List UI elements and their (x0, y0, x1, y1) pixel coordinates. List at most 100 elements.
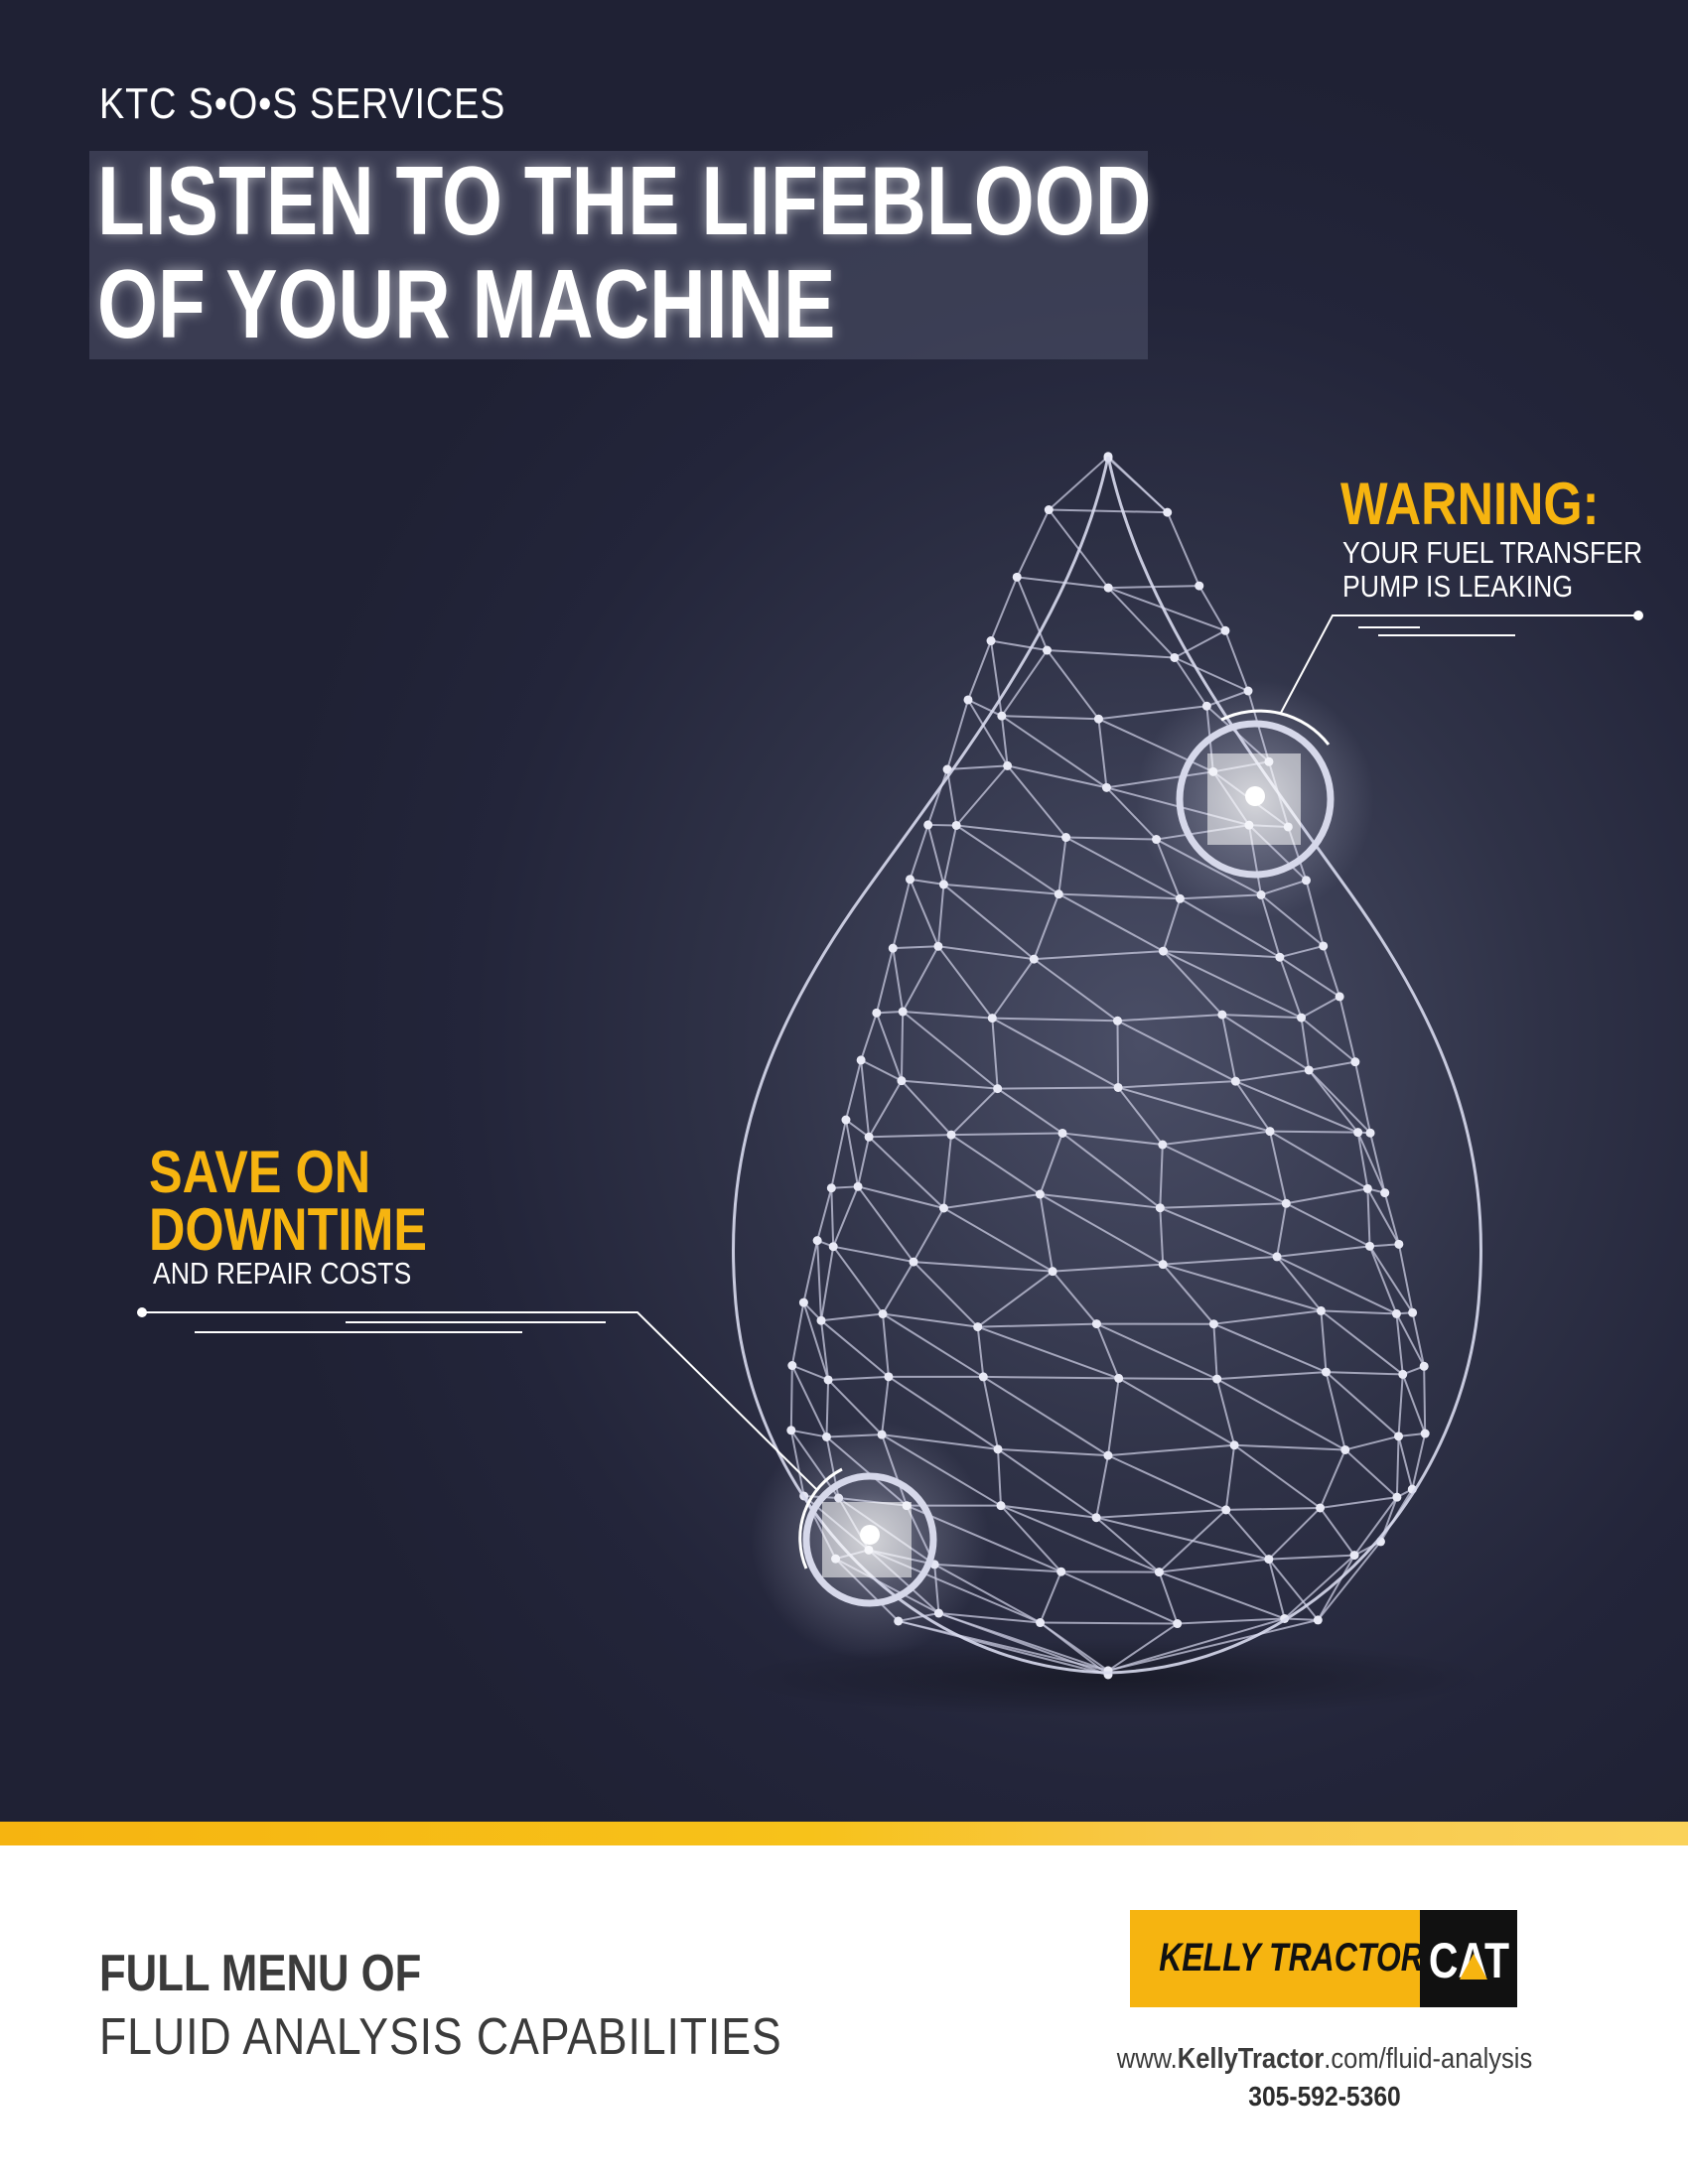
mesh-edge (1353, 1496, 1398, 1557)
savings-title-line-2: DOWNTIME (149, 1196, 427, 1263)
logo-company-name: KELLY TRACTOR (1159, 1936, 1424, 1979)
mesh-edge (1268, 1554, 1355, 1561)
mesh-edge (1179, 897, 1281, 959)
mesh-node (1221, 1505, 1231, 1515)
mesh-node (787, 1361, 797, 1371)
mesh-node (1195, 581, 1204, 591)
mesh-edge (1107, 1618, 1319, 1672)
mesh-edge (882, 1312, 984, 1378)
mesh-edge (1163, 950, 1280, 959)
mesh-edge (913, 1261, 979, 1328)
mesh-edge (1234, 1080, 1271, 1133)
mesh-edge (1369, 1132, 1386, 1193)
mesh-edge (1159, 1558, 1269, 1573)
mesh-edge (1353, 1061, 1372, 1134)
mesh-edge (1300, 1017, 1356, 1063)
warning-leader-line (1280, 614, 1638, 714)
mesh-edge (1397, 1374, 1404, 1436)
mesh-edge (1033, 893, 1060, 960)
mesh-edge (942, 825, 958, 886)
mesh-edge (790, 1365, 828, 1437)
mesh-edge (1016, 576, 1049, 651)
mesh-node (1103, 583, 1113, 593)
mesh-node (1175, 893, 1185, 903)
mesh-edge (1061, 1132, 1161, 1209)
mesh-edge (1007, 764, 1107, 789)
mesh-edge (1285, 1202, 1370, 1248)
mesh-edge (977, 1322, 1097, 1328)
mesh-edge (1158, 1509, 1227, 1573)
mesh-edge (1279, 956, 1340, 998)
mesh-edge (1368, 1245, 1398, 1314)
mesh-edge (992, 1017, 1118, 1023)
logo-black-panel: CAT (1420, 1910, 1517, 2007)
mesh-edge (1162, 1264, 1215, 1325)
mesh-node (1158, 1260, 1168, 1270)
mesh-node (1173, 1619, 1183, 1629)
mesh-edge (900, 1011, 905, 1081)
mesh-edge (1117, 1086, 1164, 1146)
mesh-edge (1106, 1378, 1120, 1456)
mesh-node (1340, 1444, 1350, 1454)
mesh-edge (882, 1261, 914, 1315)
mesh-edge (927, 823, 957, 827)
mesh-node (1012, 572, 1022, 582)
mesh-edge (951, 1132, 1063, 1137)
mesh-edge (1017, 576, 1109, 590)
mesh-node (1408, 1307, 1418, 1317)
mesh-node (1319, 941, 1329, 951)
mesh-node (1229, 1440, 1239, 1450)
mesh-edge (833, 1245, 914, 1264)
mesh-edge (1212, 1322, 1327, 1373)
mesh-node (1101, 782, 1111, 792)
mesh-node (888, 943, 898, 953)
mesh-node (923, 820, 933, 830)
mesh-edge (983, 1375, 1119, 1380)
footer-section (0, 1845, 1688, 2184)
mesh-edge (857, 1185, 914, 1263)
mesh-edge (997, 1448, 1003, 1506)
mesh-edge (1344, 1434, 1399, 1451)
mesh-node (872, 1008, 882, 1018)
mesh-edge (955, 764, 1009, 827)
mesh-edge (1216, 1371, 1327, 1381)
mesh-edge (1034, 950, 1164, 961)
mesh-node (1158, 1140, 1168, 1150)
mesh-node (1112, 1016, 1122, 1025)
phone-number[interactable]: 305-592-5360 (1248, 2081, 1401, 2112)
mesh-edge (1215, 1378, 1236, 1446)
website-link[interactable]: www.KellyTractor.com/fluid-analysis (1067, 2043, 1581, 2076)
mesh-edge (1221, 1014, 1310, 1071)
mesh-edge (1033, 958, 1119, 1023)
mesh-edge (1276, 1245, 1370, 1258)
mesh-edge (1061, 1132, 1163, 1147)
mesh-edge (1338, 996, 1356, 1062)
mesh-edge (990, 576, 1019, 641)
mesh-edge (860, 1059, 871, 1138)
hero-section: KTC S•O•S SERVICES LISTEN TO THE LIFEBLO… (0, 0, 1688, 1822)
mesh-edge (1395, 1435, 1400, 1498)
mesh-edge (1000, 716, 1009, 766)
mesh-edge (991, 1018, 999, 1089)
mesh-node (997, 711, 1007, 721)
mesh-node (946, 1130, 956, 1140)
mesh-node (909, 1257, 918, 1267)
mesh-edge (892, 879, 912, 949)
savings-leader-line (142, 1311, 817, 1490)
mesh-node (884, 1372, 894, 1382)
mesh-edge (1001, 649, 1049, 717)
mesh-node (1365, 1128, 1375, 1138)
mesh-edge (1308, 1069, 1359, 1134)
mesh-node (1313, 1615, 1323, 1625)
mesh-edge (802, 1301, 830, 1381)
eyebrow-title: KTC S•O•S SERVICES (99, 79, 506, 128)
mesh-edge (1000, 1505, 1062, 1572)
mesh-edge (1159, 1144, 1164, 1208)
mesh-edge (991, 1017, 1119, 1089)
mesh-edge (967, 699, 1003, 718)
mesh-edge (1107, 1622, 1179, 1672)
wireframe-oil-drop-icon (142, 452, 1638, 1717)
mesh-edge (1065, 836, 1157, 841)
mesh-edge (1118, 1080, 1236, 1089)
kelly-tractor-cat-logo: KELLY TRACTOR CAT (1130, 1910, 1517, 2007)
